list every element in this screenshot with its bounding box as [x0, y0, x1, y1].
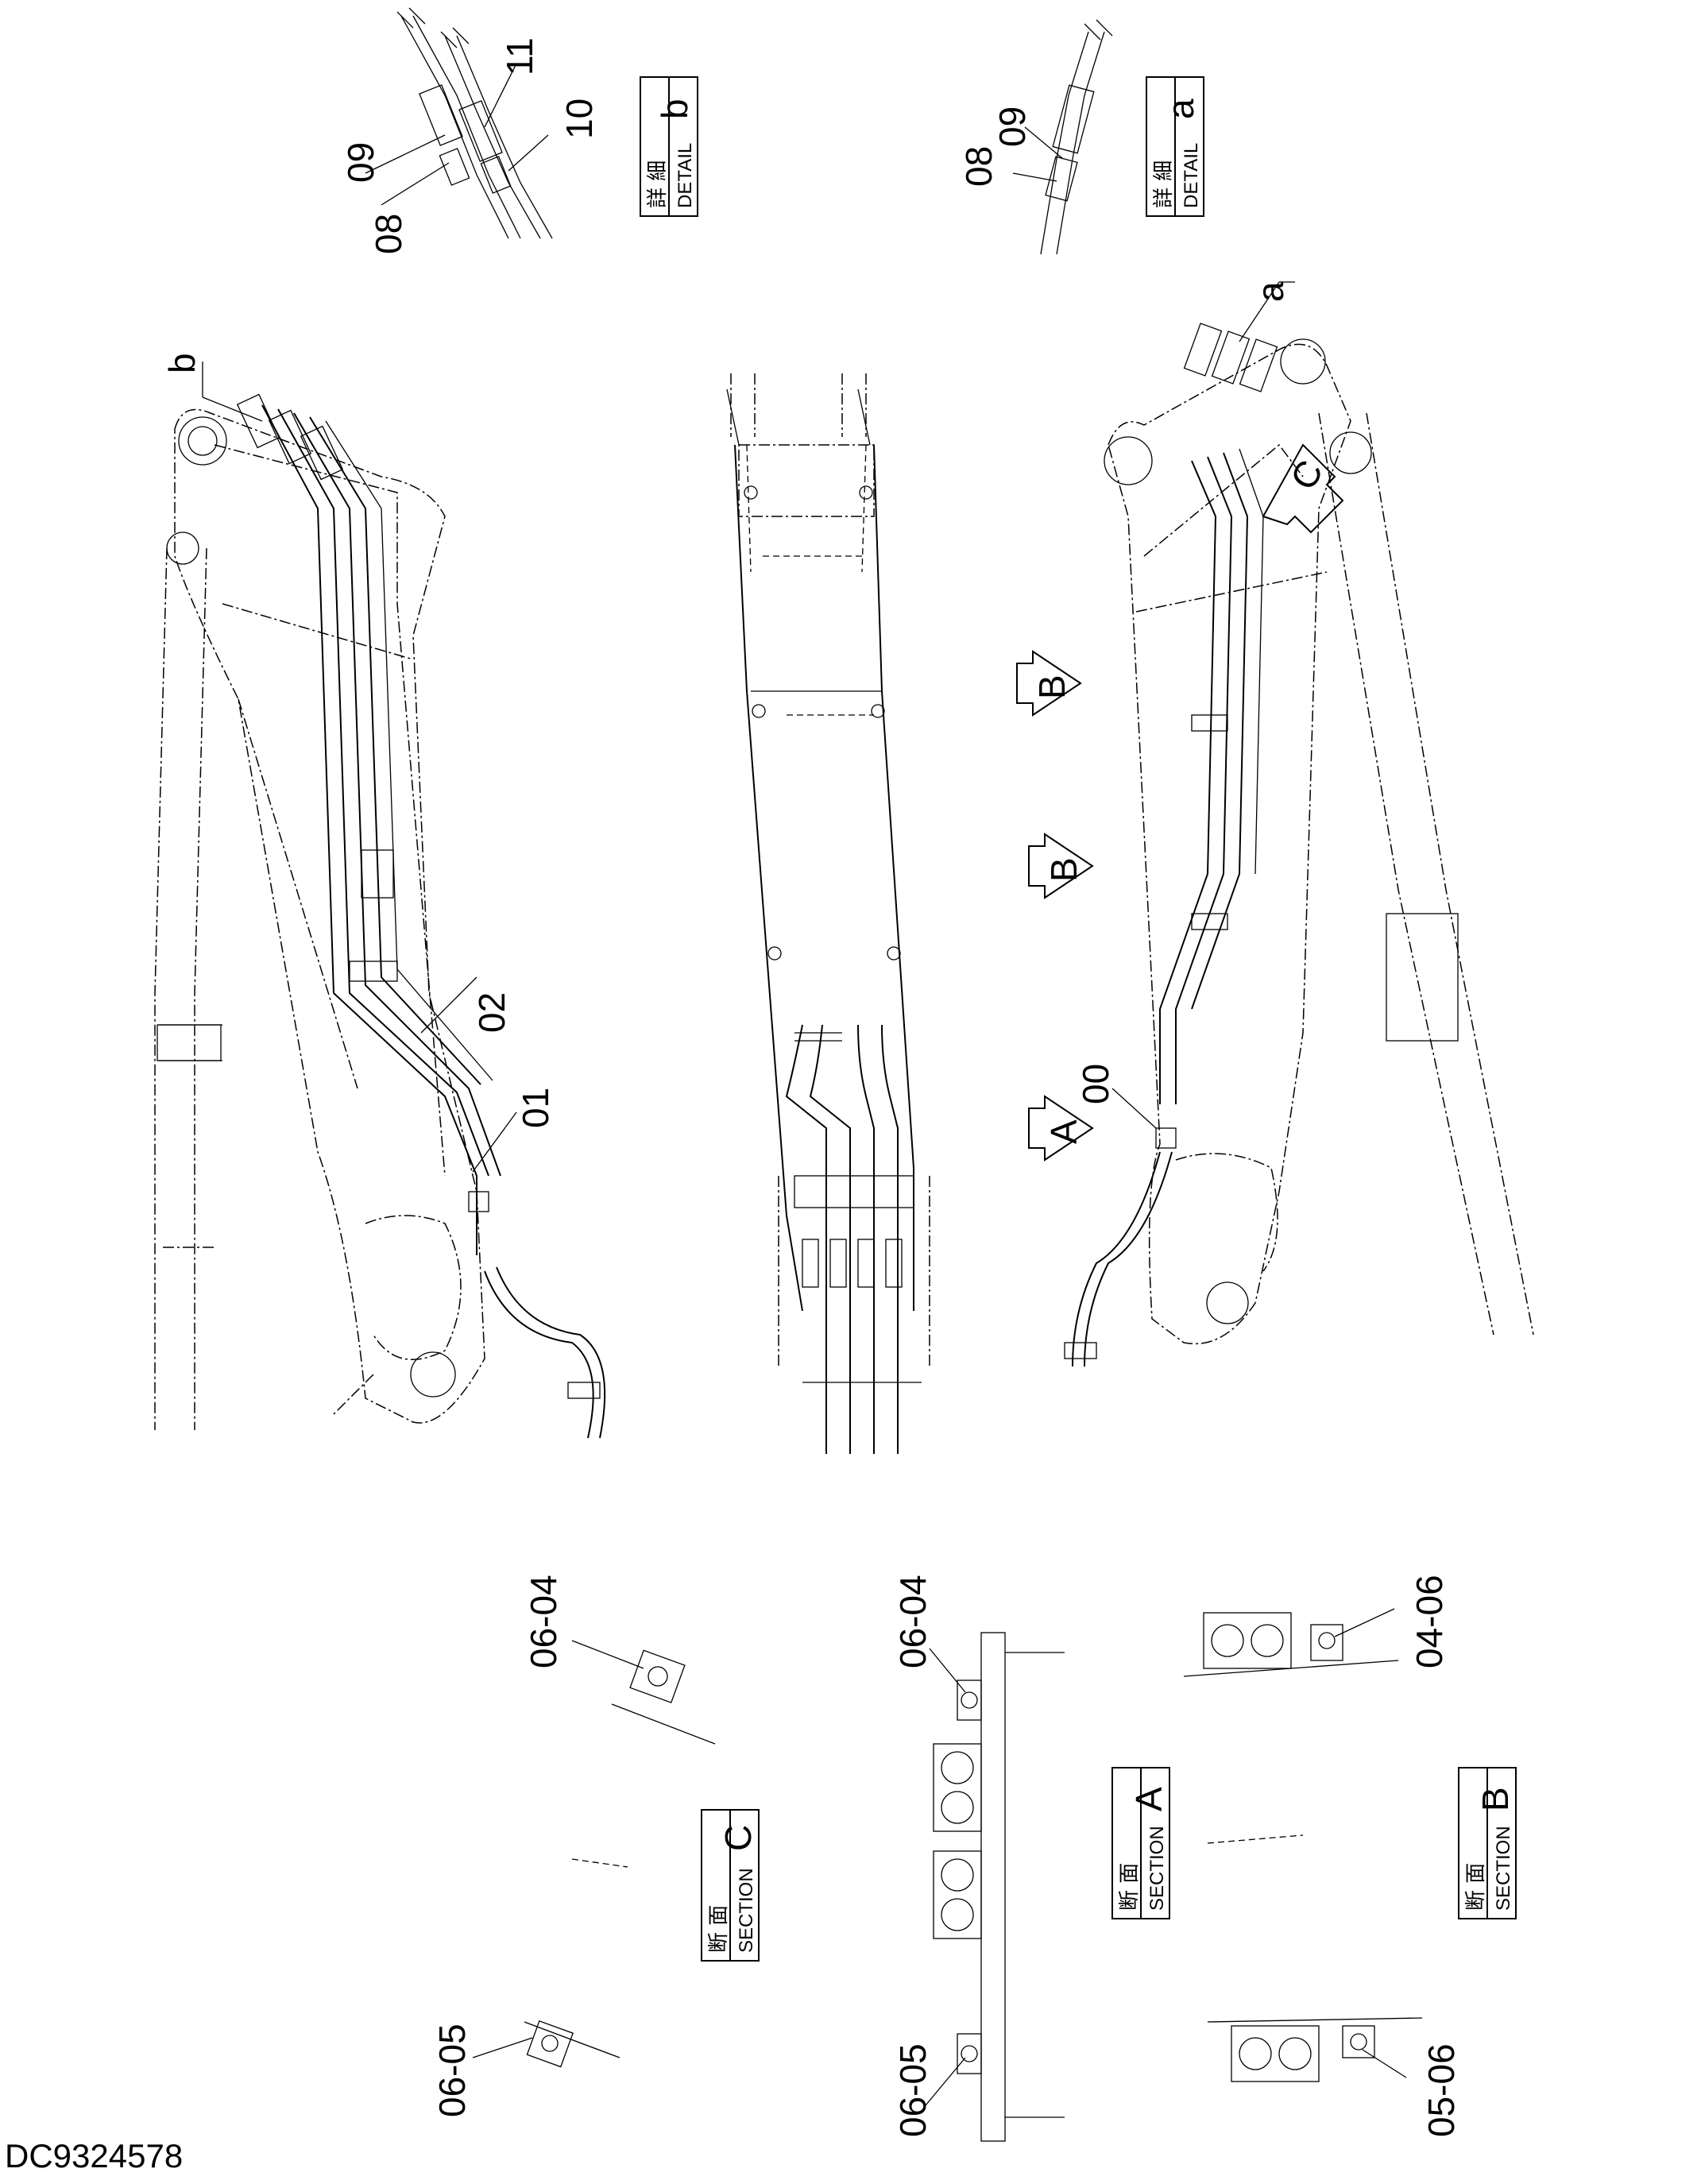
callout-10: 10: [559, 99, 600, 139]
callout-04-06-b: 04-06: [1409, 1575, 1450, 1668]
section-c-kanji: 断 面: [707, 1905, 731, 1953]
detail-b-caption: DETAIL: [675, 143, 696, 208]
left-boom-view: [154, 361, 606, 1439]
callout-b: b: [161, 353, 203, 373]
section-c-label: 断 面 SECTION C: [701, 1809, 760, 1962]
section-a-label: 断 面 SECTION A: [1111, 1767, 1170, 1919]
detail-b-callouts: 09 08 11 10: [340, 37, 600, 254]
section-a-kanji: 断 面: [1118, 1863, 1142, 1911]
callout-11: 11: [499, 37, 540, 75]
callout-06-04-c: 06-04: [523, 1575, 564, 1668]
section-arrow-c: C: [1282, 453, 1332, 497]
callout-06-04-a: 06-04: [892, 1575, 934, 1668]
section-b-kanji: 断 面: [1464, 1863, 1488, 1911]
callout-09: 09: [340, 142, 381, 183]
section-a-callouts: 06-04 06-05: [892, 1575, 934, 2137]
section-arrow-a: A: [1043, 1119, 1084, 1144]
callout-02: 02: [471, 992, 512, 1033]
callout-08: 08: [958, 146, 999, 187]
callout-08: 08: [368, 214, 409, 254]
section-b-label: 断 面 SECTION B: [1458, 1767, 1517, 1919]
section-c-view: [472, 1640, 716, 2068]
callout-a: a: [1250, 281, 1291, 302]
detail-b-letter: b: [654, 99, 695, 119]
section-arrow-b-1: B: [1031, 675, 1073, 699]
detail-a-caption: DETAIL: [1181, 143, 1202, 208]
callout-06-05-c: 06-05: [431, 2024, 473, 2117]
detail-a-label: 詳 細 DETAIL a: [1146, 76, 1204, 217]
section-c-caption: SECTION: [736, 1868, 757, 1953]
section-a-caption: SECTION: [1146, 1826, 1168, 1911]
section-c-callouts: 06-04 06-05: [431, 1575, 564, 2117]
detail-b-label: 詳 細 DETAIL b: [640, 76, 698, 217]
left-boom-callouts: b 02 01: [161, 353, 556, 1128]
detail-a-view: [1012, 19, 1113, 255]
callout-06-05-a: 06-05: [892, 2043, 934, 2137]
detail-a-letter: a: [1160, 99, 1201, 119]
section-b-letter: B: [1475, 1787, 1516, 1811]
detail-b-kanji: 詳 細: [646, 160, 670, 208]
detail-b-view: [365, 7, 553, 239]
section-b-view: [1183, 1608, 1423, 2082]
detail-a-callouts: 09 08: [958, 106, 1033, 187]
section-b-caption: SECTION: [1493, 1826, 1514, 1911]
section-a-view: [925, 1632, 1065, 2142]
right-boom-view: [1064, 281, 1534, 1367]
middle-boom-view: [726, 373, 930, 1454]
detail-a-kanji: 詳 細: [1152, 160, 1176, 208]
right-section-arrows: C A: [1028, 443, 1344, 1162]
callout-05-06-b: 05-06: [1421, 2043, 1462, 2137]
callout-09: 09: [992, 106, 1033, 147]
drawing-number: DC9324578: [5, 2137, 184, 2174]
callout-01: 01: [515, 1088, 556, 1128]
section-a-letter: A: [1128, 1787, 1169, 1811]
section-b-callouts: 04-06 05-06: [1409, 1575, 1462, 2137]
right-boom-callouts: a 00: [1075, 281, 1291, 1104]
section-arrow-b-2: B: [1043, 857, 1084, 882]
middle-section-arrows: B B: [1016, 650, 1094, 899]
section-c-letter: C: [717, 1825, 759, 1851]
callout-00: 00: [1075, 1064, 1116, 1104]
